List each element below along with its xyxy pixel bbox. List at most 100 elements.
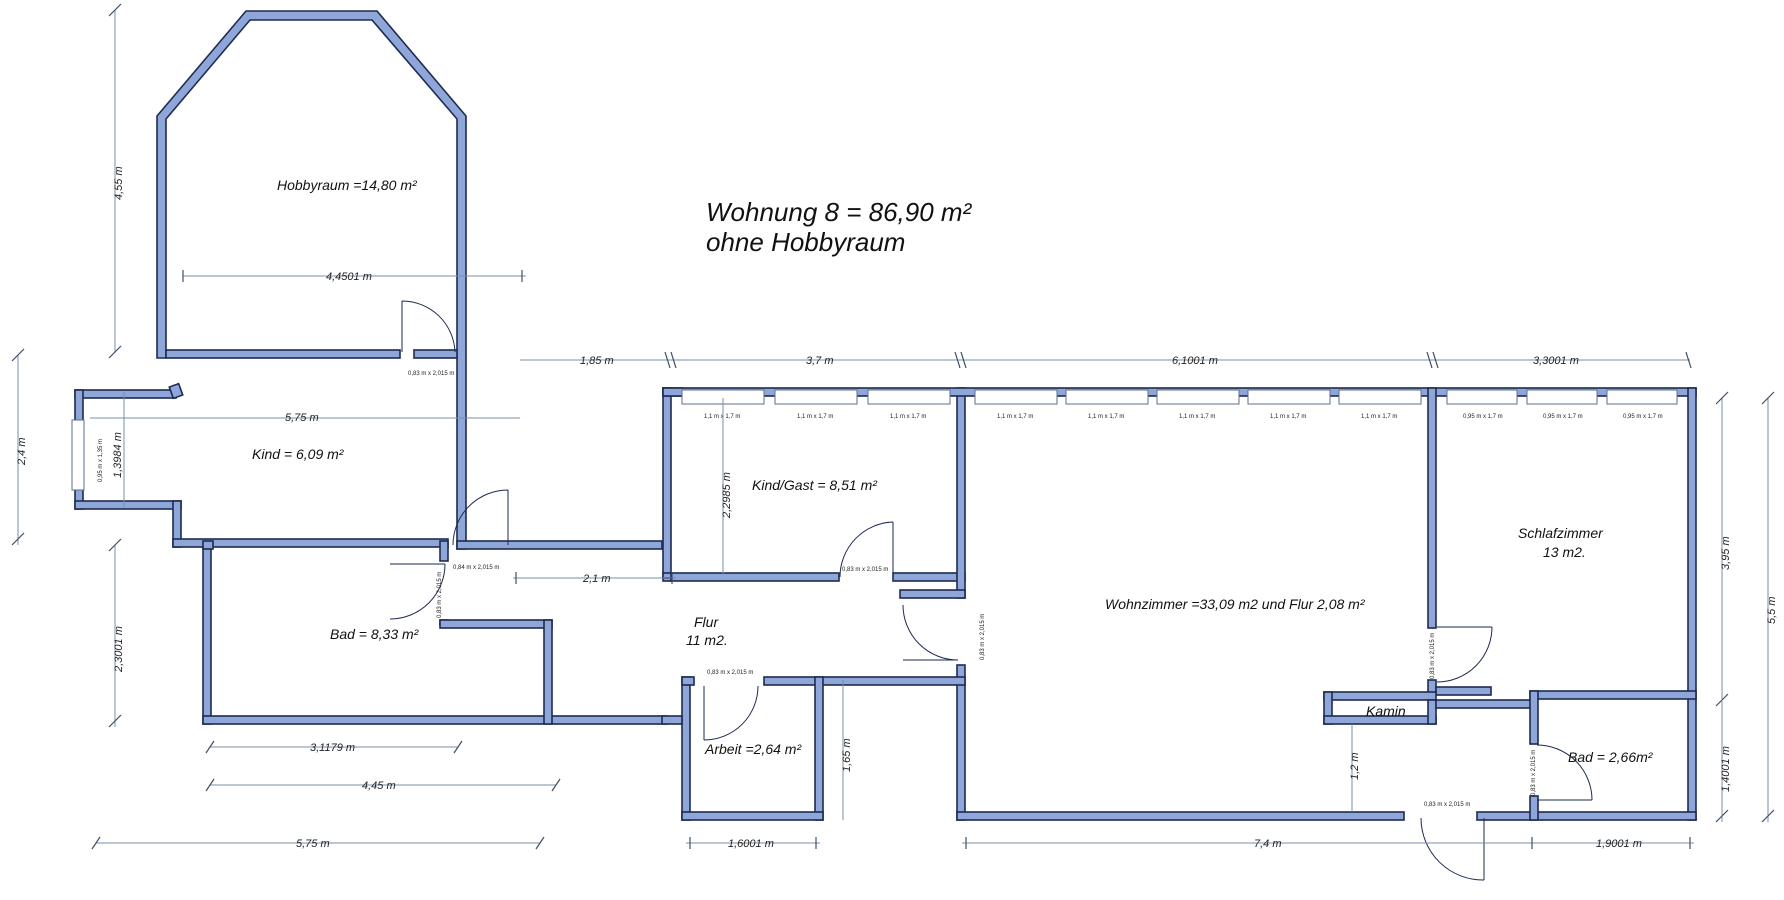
window bbox=[1247, 389, 1331, 405]
window-labels: 1,1 m x 1,7 m 1,1 m x 1,7 m 1,1 m x 1,7 … bbox=[98, 414, 1663, 482]
dim-2-1: 2,1 m bbox=[582, 573, 611, 585]
wall-gast-bottom bbox=[670, 572, 840, 582]
dim-1-4001: 1,4001 m bbox=[1720, 746, 1732, 792]
window-label: 1,1 m x 1,7 m bbox=[1361, 414, 1397, 420]
dim-5-75-inner: 5,75 m bbox=[285, 412, 319, 424]
window bbox=[1446, 389, 1518, 405]
dim-2-3001: 2,3001 m bbox=[113, 626, 125, 673]
doors bbox=[389, 300, 1593, 881]
wall-bad2-left-lower bbox=[1529, 795, 1539, 821]
door-label: 0,83 m x 2,015 m bbox=[707, 670, 753, 676]
wall-bad2-left-upper bbox=[1529, 690, 1539, 745]
wall-arbeit-left bbox=[681, 676, 691, 821]
door-labels: 0,83 m x 2,015 m 0,84 m x 2,015 m 0,83 m… bbox=[408, 371, 1537, 808]
plan-title: Wohnung 8 = 86,90 m² ohne Hobbyraum bbox=[706, 197, 973, 257]
window bbox=[974, 389, 1058, 405]
wall-arbeit-bottom bbox=[681, 811, 824, 821]
window bbox=[1526, 389, 1598, 405]
door-label: 0,83 m x 2,015 m bbox=[437, 572, 443, 618]
door-label: 0,83 m x 2,015 m bbox=[842, 567, 888, 573]
window-label: 1,1 m x 1,7 m bbox=[1088, 414, 1124, 420]
wall-schlaf-bottom-right bbox=[1529, 690, 1697, 700]
window bbox=[867, 389, 951, 405]
door-swing-hobby bbox=[401, 300, 456, 353]
room-label-kindgast: Kind/Gast = 8,51 m² bbox=[752, 477, 878, 493]
room-label-schlaf: Schlafzimmer bbox=[1518, 525, 1604, 541]
dim-1-6001: 1,6001 m bbox=[728, 838, 774, 850]
dim-5-75-bottom: 5,75 m bbox=[296, 838, 330, 850]
wall-bad-bottom bbox=[202, 715, 668, 725]
dim-2-4: 2,4 m bbox=[16, 437, 28, 466]
dim-4-4501: 4,4501 m bbox=[326, 271, 372, 283]
wall-kamin-right bbox=[1427, 699, 1437, 725]
wall-hobby-octagon bbox=[156, 10, 467, 550]
title-line-1: Wohnung 8 = 86,90 m² bbox=[706, 197, 973, 227]
door-swing-schlaf bbox=[1436, 626, 1493, 683]
wall-hobby-kind-right bbox=[413, 349, 458, 359]
dim-7-4: 7,4 m bbox=[1254, 838, 1282, 850]
door-swing-arbeit bbox=[703, 685, 759, 741]
room-label-arbeit: Arbeit =2,64 m² bbox=[704, 741, 802, 757]
window-label: 0,95 m x 1,35 m bbox=[98, 439, 104, 482]
wall-kind-top bbox=[74, 389, 177, 399]
wall-gast-bottom-right bbox=[892, 572, 966, 582]
wall-bad-flur-vert bbox=[543, 619, 553, 725]
door-swing-bad1 bbox=[389, 563, 446, 620]
window-label: 1,1 m x 1,7 m bbox=[1270, 414, 1306, 420]
dim-3-7: 3,7 m bbox=[806, 355, 834, 367]
door-label: 0,83 m x 2,015 m bbox=[1531, 750, 1537, 796]
room-label-wohn: Wohnzimmer =33,09 m2 und Flur 2,08 m² bbox=[1105, 596, 1366, 612]
dim-3-3001: 3,3001 m bbox=[1533, 355, 1579, 367]
room-label-hobby: Hobbyraum =14,80 m² bbox=[277, 177, 418, 193]
walls bbox=[74, 10, 1697, 821]
wall-corner-piece bbox=[168, 382, 184, 400]
dim-4-45: 4,45 m bbox=[362, 780, 396, 792]
wall-gast-left bbox=[662, 387, 672, 582]
door-label: 0,83 m x 2,015 m bbox=[408, 371, 454, 377]
room-label-bad1: Bad = 8,33 m² bbox=[330, 626, 420, 642]
dimension-lines bbox=[11, 3, 1775, 850]
window-label: 1,1 m x 1,7 m bbox=[890, 414, 926, 420]
dim-4-55: 4,55 m bbox=[113, 166, 125, 200]
wall-outer-right bbox=[1687, 387, 1697, 821]
window bbox=[1338, 389, 1422, 405]
door-swing-kind bbox=[452, 489, 509, 546]
wall-bad-flur-step bbox=[439, 619, 553, 629]
window bbox=[774, 389, 858, 405]
window-label: 1,1 m x 1,7 m bbox=[797, 414, 833, 420]
window-label: 1,1 m x 1,7 m bbox=[1179, 414, 1215, 420]
wall-wohn-left-lower bbox=[956, 664, 966, 821]
room-label-flur-area: 11 m2. bbox=[686, 632, 728, 648]
wall-schlaf-bottom bbox=[1435, 686, 1492, 696]
door-swing-entrance bbox=[1420, 817, 1485, 881]
door-label: 0,83 m x 2,015 m bbox=[980, 614, 986, 660]
wall-kamin-ext bbox=[1435, 699, 1537, 709]
dim-1-9001: 1,9001 m bbox=[1596, 838, 1642, 850]
window bbox=[1606, 389, 1678, 405]
dim-1-85: 1,85 m bbox=[580, 355, 614, 367]
windows bbox=[71, 389, 1678, 491]
window bbox=[1156, 389, 1240, 405]
wall-kamin-top bbox=[1323, 691, 1437, 701]
dim-3-1179: 3,1179 m bbox=[310, 742, 355, 754]
dim-1-2: 1,2 m bbox=[1349, 752, 1361, 780]
wall-flur-top bbox=[456, 540, 663, 550]
wall-flur-right-step bbox=[899, 589, 966, 599]
door-label: 0,83 m x 2,015 m bbox=[1430, 633, 1436, 679]
window-label: 0,95 m x 1,7 m bbox=[1623, 414, 1663, 420]
room-label-bad2: Bad = 2,66m² bbox=[1568, 749, 1654, 765]
window-label: 0,95 m x 1,7 m bbox=[1463, 414, 1503, 420]
wall-wohn-left-upper bbox=[956, 387, 966, 599]
dimension-texts: 4,55 m 4,4501 m 2,4 m 5,75 m 1,3984 m 2,… bbox=[16, 166, 1778, 850]
door-label: 0,84 m x 2,015 m bbox=[453, 565, 499, 571]
wall-arbeit-top bbox=[763, 676, 966, 686]
door-swing-wohn bbox=[902, 604, 959, 661]
window-label: 1,1 m x 1,7 m bbox=[997, 414, 1033, 420]
wall-arbeit-right bbox=[814, 676, 824, 821]
door-swing-gast bbox=[839, 521, 894, 578]
window bbox=[1065, 389, 1149, 405]
dim-1-3984: 1,3984 m bbox=[112, 432, 124, 478]
dim-5-5: 5,5 m bbox=[1766, 596, 1778, 624]
wall-hobby-kind bbox=[165, 349, 401, 359]
dim-6-1001: 6,1001 m bbox=[1172, 355, 1218, 367]
